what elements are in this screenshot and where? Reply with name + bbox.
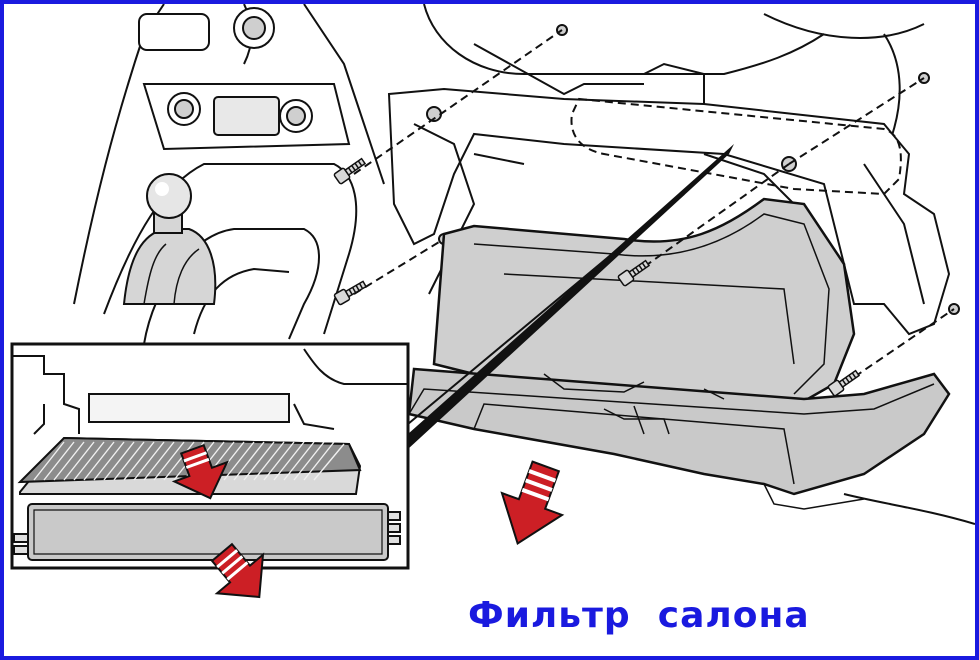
glovebox-lid	[407, 367, 951, 510]
removal-direction-arrow-icon	[500, 460, 565, 546]
screw-icon	[333, 157, 367, 185]
cabin-filter-inset	[10, 342, 410, 599]
dashboard-panel	[423, 4, 925, 145]
screw-icon	[333, 280, 368, 306]
removal-direction-arrow-icon	[171, 443, 229, 500]
gear-shift-knob-icon	[122, 173, 217, 305]
fastening-lines	[353, 29, 955, 385]
inset-housing	[12, 348, 408, 435]
glovebox-frame	[387, 24, 960, 336]
radio-unit	[138, 7, 351, 151]
cabin-filter-removed	[13, 503, 401, 561]
removal-direction-arrow-icon	[210, 542, 265, 599]
screw-icon	[827, 369, 861, 397]
dashboard-lower-edge	[843, 493, 975, 525]
diagram-caption: Фильтр салона	[468, 595, 810, 636]
retaining-area-outline	[570, 97, 902, 196]
screw-icon	[617, 259, 651, 287]
glovebox-tub	[432, 197, 856, 406]
detail-pointer	[407, 144, 734, 449]
glovebox-removal-illustration	[10, 4, 975, 599]
